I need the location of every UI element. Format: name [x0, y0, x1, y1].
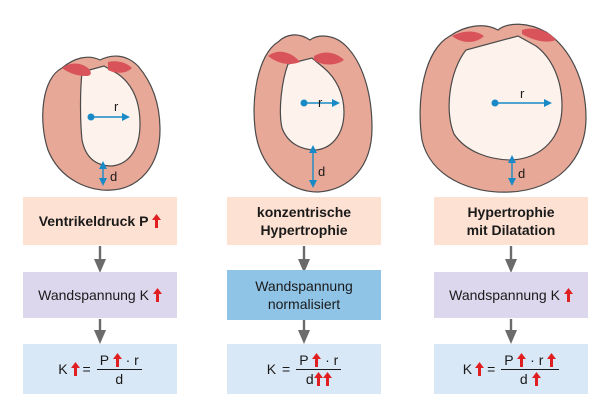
fraction: P · r d: [96, 351, 142, 387]
wall-stress-label: Wandspannung K: [38, 287, 149, 303]
formula-den: d: [305, 370, 314, 387]
thickness-label: d: [110, 169, 117, 184]
formula-den: d: [115, 370, 124, 387]
equals-sign: =: [82, 361, 91, 377]
wall-stress-normalized-box: Wandspannung normalisiert: [227, 270, 381, 320]
red-up-arrow-icon: [312, 352, 322, 367]
fraction: P · r d: [296, 351, 342, 387]
condition-label-line2: Hypertrophie: [260, 222, 348, 238]
red-up-arrow-icon: [152, 288, 162, 302]
formula-den: d: [519, 370, 528, 387]
wall-stress-line1: Wandspannung: [255, 278, 353, 294]
formula-box: K = P · r d: [434, 344, 588, 394]
thickness-label: d: [318, 164, 325, 179]
radius-label: r: [114, 99, 119, 114]
formula-num: P: [299, 351, 309, 368]
wall-stress-box: Wandspannung K: [434, 272, 588, 318]
formula-box: K = P · r d: [227, 344, 381, 394]
formula-mul: · r: [125, 351, 139, 368]
equals-sign: =: [487, 361, 496, 377]
condition-label-line2: mit Dilatation: [466, 222, 556, 238]
heart-concentric: [253, 34, 373, 193]
radius-label: r: [520, 86, 525, 101]
red-up-arrow-icon: [322, 371, 332, 386]
formula-lhs: K: [58, 361, 68, 377]
formula-num: P: [99, 351, 109, 368]
formula-mul: · r: [530, 351, 544, 368]
formula-lhs: K: [462, 361, 473, 377]
red-up-arrow-icon: [313, 371, 323, 386]
center-dot: [491, 99, 499, 107]
condition-label-line1: konzentrische: [256, 204, 352, 220]
red-up-arrow-icon: [517, 352, 527, 367]
red-up-arrow-icon: [475, 362, 485, 376]
center-dot: [87, 113, 95, 121]
radius-label: r: [318, 95, 323, 110]
heart-dilated: [419, 23, 587, 193]
heart-normal: [42, 55, 161, 191]
center-dot: [300, 99, 308, 107]
red-up-arrow-icon: [547, 352, 557, 367]
formula-mul: · r: [325, 351, 339, 368]
red-up-arrow-icon: [563, 288, 573, 302]
wall-stress-box: Wandspannung K: [23, 272, 177, 318]
red-up-arrow-icon: [531, 371, 541, 386]
red-up-arrow-icon: [152, 214, 162, 228]
condition-label: Ventrikeldruck P: [38, 213, 149, 229]
condition-box-dilatation: Hypertrophie mit Dilatation: [434, 197, 588, 245]
equals-sign: =: [282, 361, 291, 377]
wall-stress-line2: normalisiert: [267, 296, 341, 312]
red-up-arrow-icon: [112, 352, 122, 367]
formula-box: K = P · r d: [23, 344, 177, 394]
condition-box-concentric: konzentrische Hypertrophie: [227, 197, 381, 245]
formula-lhs: K: [266, 361, 277, 377]
condition-box-pressure: Ventrikeldruck P: [23, 197, 177, 245]
wall-stress-label: Wandspannung K: [449, 287, 560, 303]
fraction: P · r d: [501, 351, 560, 387]
formula-num: P: [504, 351, 514, 368]
thickness-label: d: [518, 166, 525, 181]
red-up-arrow-icon: [70, 362, 80, 376]
condition-label-line1: Hypertrophie: [467, 204, 555, 220]
